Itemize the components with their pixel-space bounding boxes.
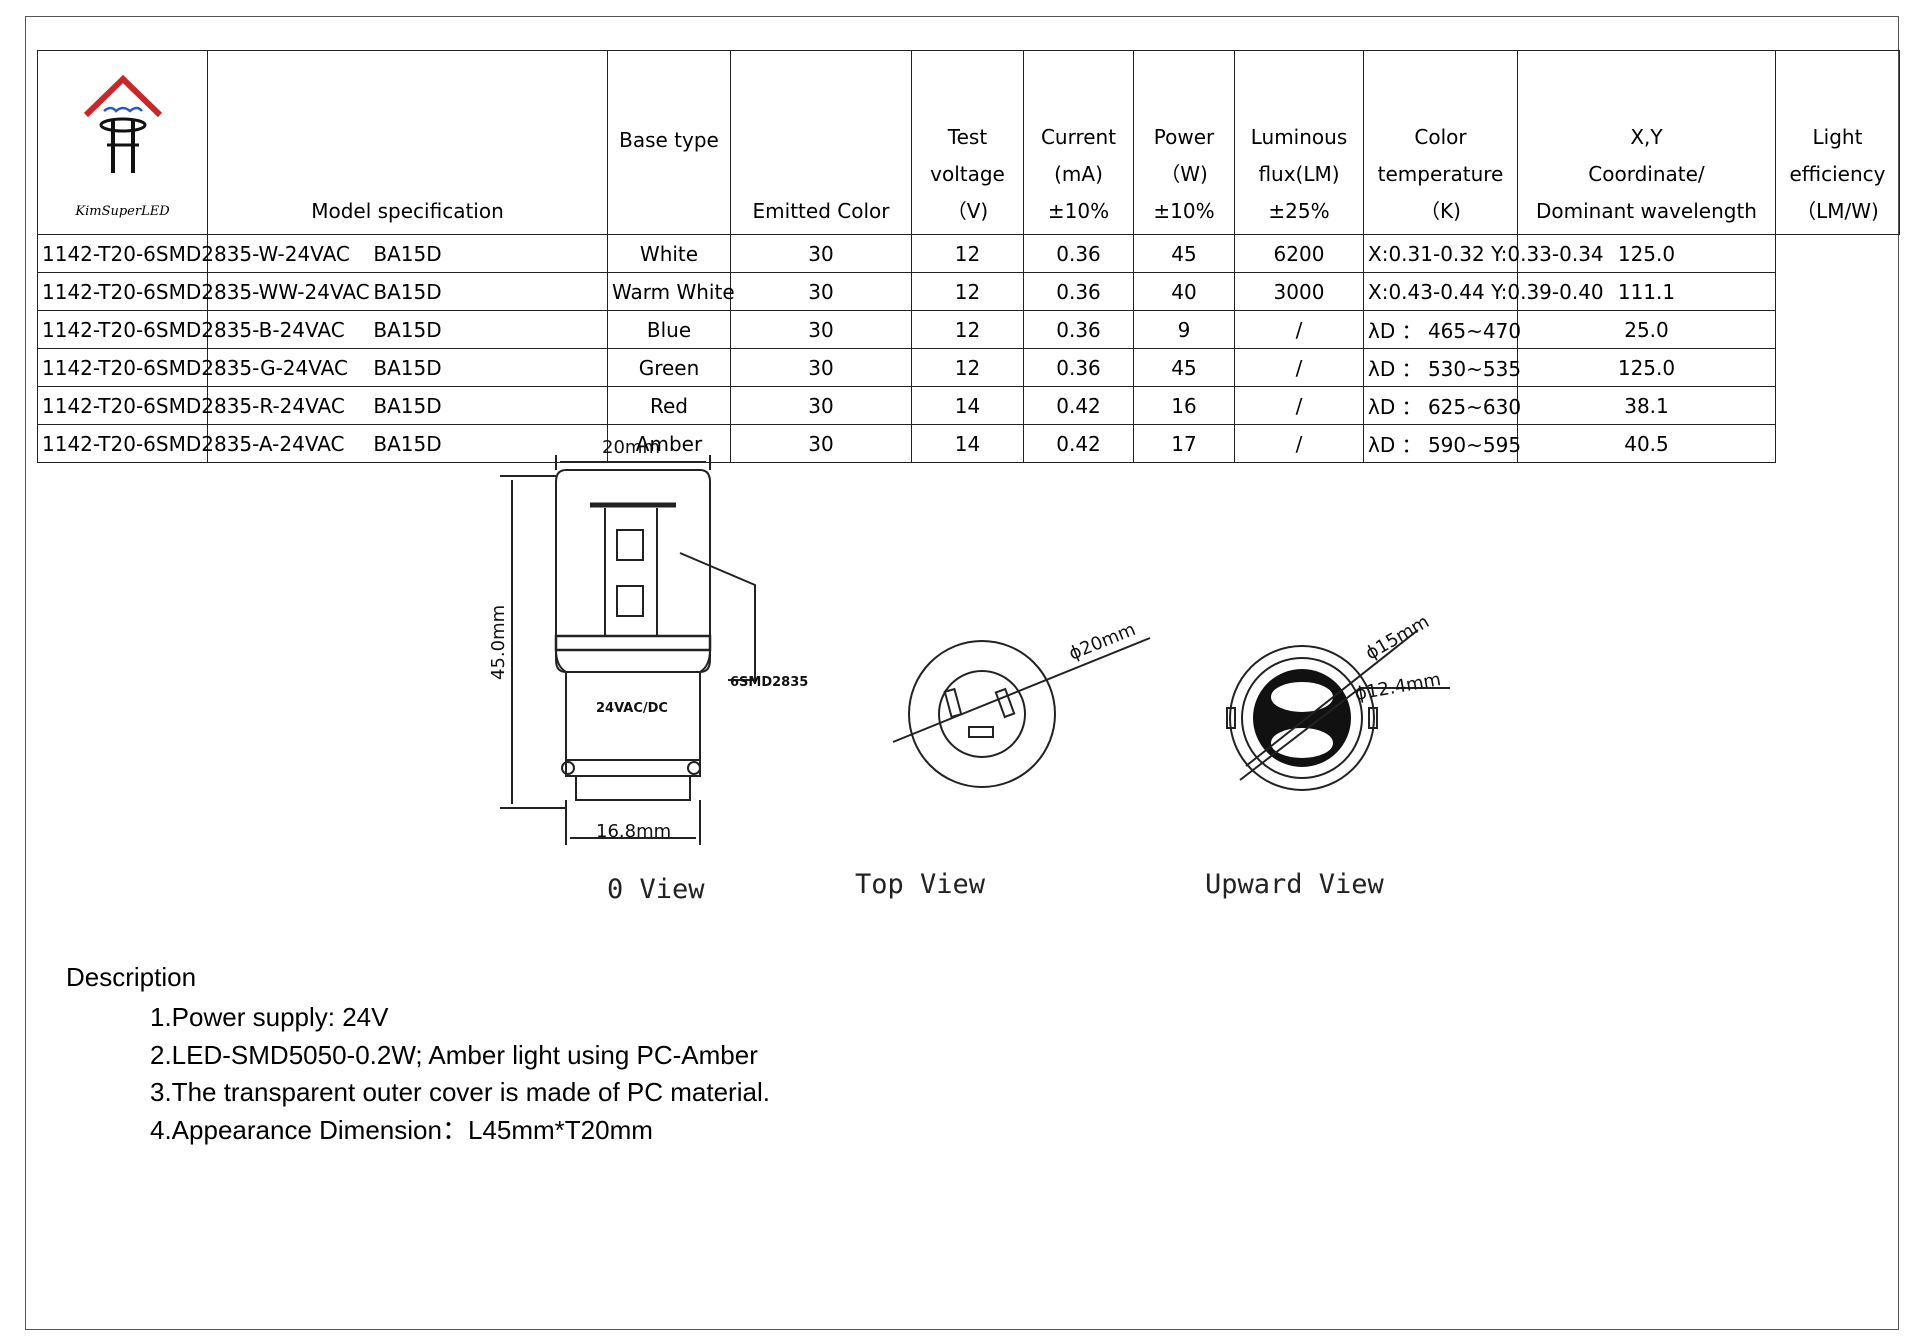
table-cell: 38.1 <box>1517 386 1776 425</box>
table-cell: 30 <box>730 234 912 273</box>
upward-view-label: Upward View <box>1205 869 1385 900</box>
list-item: 3.The transparent outer cover is made of… <box>150 1077 770 1107</box>
height-dimension-label: 45.0mm <box>488 605 509 680</box>
header-cell: Power（W)±10% <box>1133 50 1235 235</box>
table-cell: 125.0 <box>1517 348 1776 387</box>
table-cell: 0.36 <box>1023 272 1134 311</box>
table-cell: λD ： 590~595 <box>1363 424 1521 463</box>
table-cell: X:0.31-0.32 Y:0.33-0.34 <box>1363 234 1604 273</box>
table-cell: 30 <box>730 386 912 425</box>
description-section: Description 1.Power supply: 24V 2.LED-SM… <box>66 962 770 1149</box>
base-dimension-label: 16.8mm <box>596 821 671 842</box>
table-cell: 17 <box>1133 424 1235 463</box>
upward-view-drawing <box>1226 629 1450 791</box>
table-cell: 14 <box>911 424 1024 463</box>
header-cell: Model specification <box>207 50 608 235</box>
table-row: 1142-T20-6SMD2835-G-24VAC BA15D Green 30… <box>37 348 1900 387</box>
bulb-body-label: 24VAC/DC <box>596 701 668 716</box>
table-row: 1142-T20-6SMD2835-B-24VAC BA15D Blue 30 … <box>37 310 1900 349</box>
header-cell: Base type <box>607 50 731 235</box>
table-cell: / <box>1234 386 1364 425</box>
table-cell: BA15D <box>207 424 608 463</box>
list-item: 4.Appearance Dimension：L45mm*T20mm <box>150 1114 653 1145</box>
logo-text: KimSuperLED <box>75 204 170 219</box>
table-cell: 6200 <box>1234 234 1364 273</box>
table-cell: 0.42 <box>1023 424 1134 463</box>
top-view-label: Top View <box>855 869 986 900</box>
table-cell: Warm White <box>607 272 735 311</box>
header-cell: Current(mA)±10% <box>1023 50 1134 235</box>
table-cell: λD ： 465~470 <box>1363 310 1521 349</box>
table-cell: / <box>1234 424 1364 463</box>
table-cell: 30 <box>730 310 912 349</box>
table-row: 1142-T20-6SMD2835-WW-24VAC BA15D Warm Wh… <box>37 272 1900 311</box>
table-cell: 0.36 <box>1023 234 1134 273</box>
table-cell: 45 <box>1133 348 1235 387</box>
table-cell: 12 <box>911 348 1024 387</box>
upward-inner-diameter-label: ϕ12.4mm <box>1353 669 1442 705</box>
table-cell: / <box>1234 348 1364 387</box>
table-cell: λD ： 530~535 <box>1363 348 1521 387</box>
table-cell: White <box>607 234 731 273</box>
table-cell: 30 <box>730 348 912 387</box>
table-cell: 12 <box>911 234 1024 273</box>
table-header-row: KimSuperLED Model specification Base typ… <box>37 50 1900 235</box>
table-cell: 9 <box>1133 310 1235 349</box>
house-led-logo-icon <box>83 74 162 173</box>
table-cell: 3000 <box>1234 272 1364 311</box>
table-cell: 40.5 <box>1517 424 1776 463</box>
table-cell: BA15D <box>207 234 608 273</box>
table-row: 1142-T20-6SMD2835-W-24VAC BA15D White 30… <box>37 234 1900 273</box>
front-view-label: 0 View <box>607 874 705 905</box>
top-view-drawing <box>892 637 1151 788</box>
table-cell: 25.0 <box>1517 310 1776 349</box>
table-cell: 12 <box>911 310 1024 349</box>
list-item: 2.LED-SMD5050-0.2W; Amber light using PC… <box>150 1039 758 1070</box>
table-cell: λD ： 625~630 <box>1363 386 1521 425</box>
upward-outer-diameter-label: ϕ15mm <box>1362 611 1433 664</box>
table-cell: / <box>1234 310 1364 349</box>
table-cell: BA15D <box>207 310 608 349</box>
table-cell: 14 <box>911 386 1024 425</box>
table-cell: 30 <box>730 424 912 463</box>
table-cell: 1142-T20-6SMD2835-W-24VAC <box>37 234 350 273</box>
table-row: 1142-T20-6SMD2835-A-24VAC BA15D Amber 30… <box>37 424 1900 463</box>
front-view-drawing <box>500 455 756 845</box>
table-cell: 45 <box>1133 234 1235 273</box>
table-cell: BA15D <box>207 272 608 311</box>
description-list: 1.Power supply: 24V 2.LED-SMD5050-0.2W; … <box>66 999 770 1149</box>
table-cell: Green <box>607 348 731 387</box>
spec-table: KimSuperLED Model specification Base typ… <box>37 50 1900 463</box>
led-callout-label: 6SMD2835 <box>730 675 808 690</box>
width-dimension-label: 20mm <box>602 437 660 458</box>
table-cell: BA15D <box>207 386 608 425</box>
list-item: 1.Power supply: 24V <box>150 1002 389 1032</box>
table-cell: 1142-T20-6SMD2835-WW-24VAC <box>37 272 370 311</box>
description-title: Description <box>66 962 197 992</box>
page-frame <box>25 16 1899 1330</box>
logo-cell: KimSuperLED <box>37 50 208 235</box>
table-cell: 0.36 <box>1023 348 1134 387</box>
